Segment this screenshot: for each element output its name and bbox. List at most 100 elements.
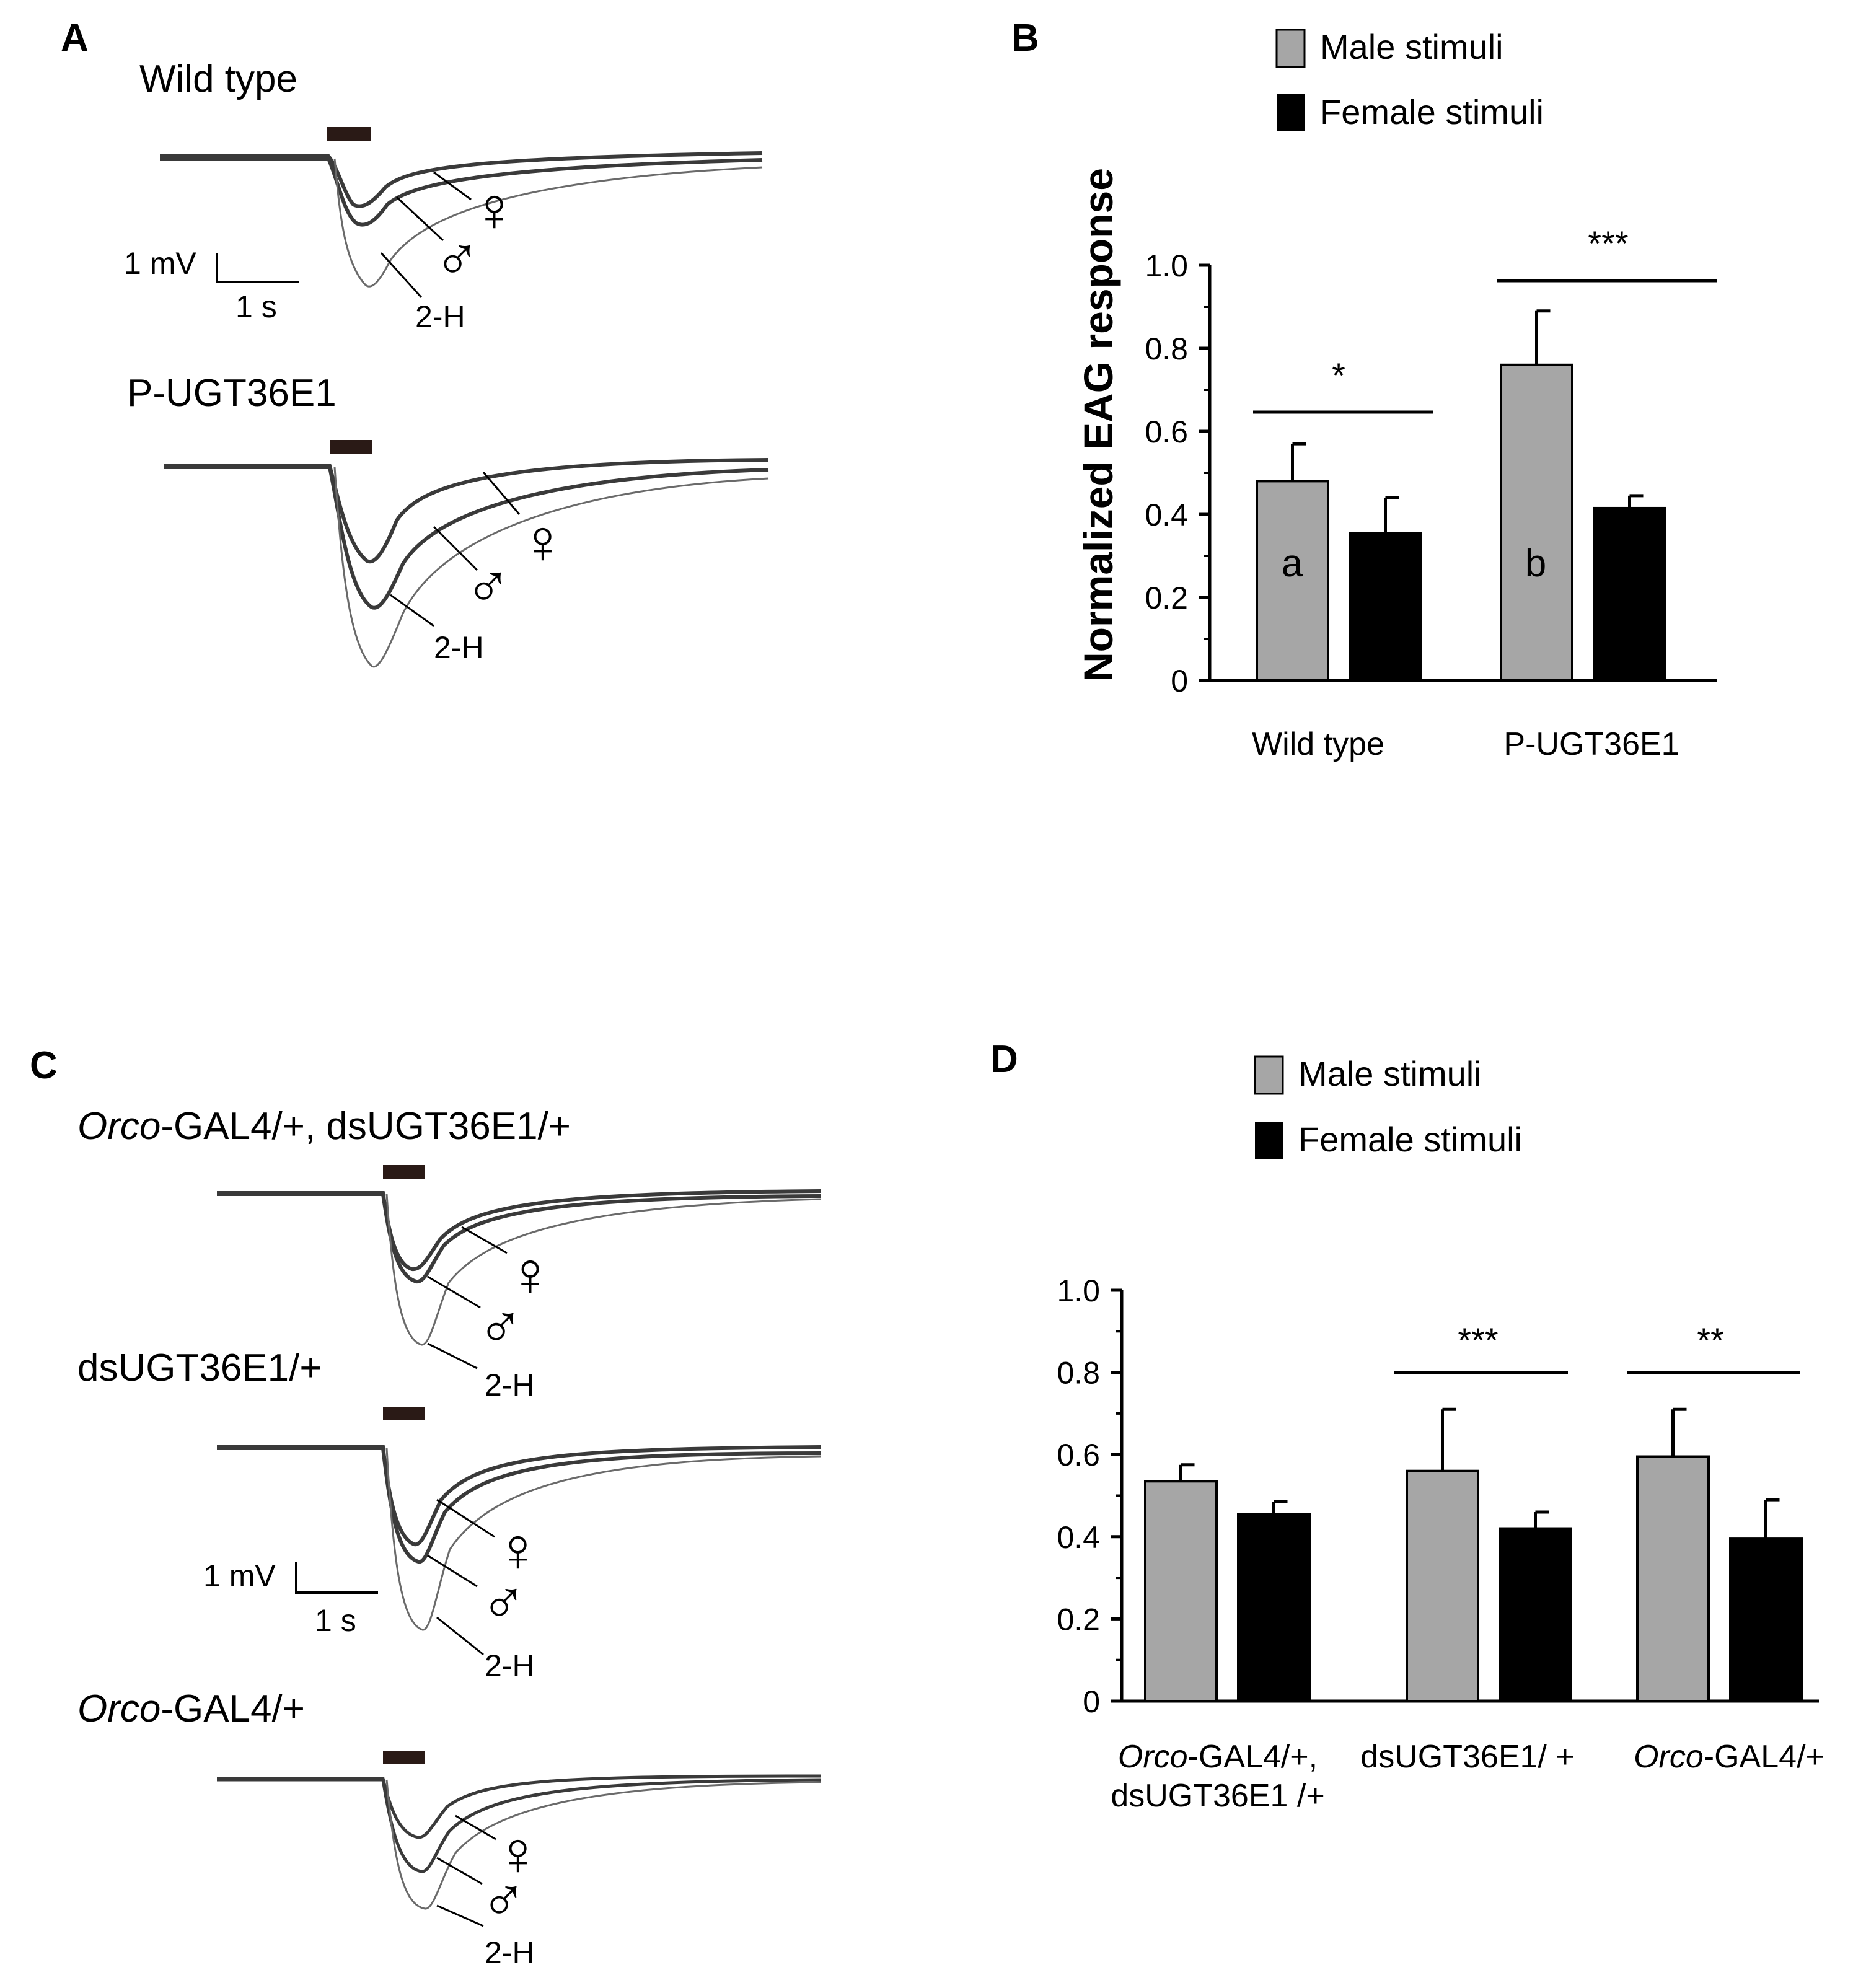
y-axis-label: Normalized EAG response	[1075, 168, 1121, 682]
bar-male	[1144, 1480, 1218, 1702]
bar-female	[1349, 532, 1422, 682]
eag-traces-wild-type	[160, 151, 763, 288]
female-symbol: ♀	[495, 1515, 541, 1585]
panel-a-letter: A	[61, 17, 89, 59]
control-label: 2-H	[485, 1935, 535, 1970]
bar-letter-b: b	[1525, 542, 1546, 585]
control-label: 2-H	[485, 1368, 535, 1402]
y-tick-label: 0.2	[1145, 581, 1188, 615]
condition-1: Orco-GAL4/+, dsUGT36E1/+	[77, 1105, 571, 1148]
legend-label-female: Female stimuli	[1320, 92, 1544, 131]
significance-marker: ***	[1458, 1321, 1498, 1360]
stimulus-bar	[330, 440, 372, 454]
category-label-1: Orco-GAL4/+,	[1118, 1739, 1318, 1775]
y-tick-label: 0.4	[1145, 498, 1188, 532]
scale-time-label: 1 s	[315, 1603, 356, 1638]
panel-b-chart: Male stimuli Female stimuli Normalized E…	[1075, 27, 1717, 762]
female-symbol: ♀	[507, 1239, 553, 1309]
category-3-line1: -GAL4/+	[1704, 1739, 1824, 1775]
label-leader-lines	[427, 1226, 508, 1370]
y-tick-label: 0.6	[1145, 415, 1188, 449]
legend-label-female: Female stimuli	[1298, 1120, 1522, 1159]
condition-3: Orco-GAL4/+	[77, 1687, 305, 1730]
condition-wild-type: Wild type	[139, 58, 297, 100]
panel-a: Wild type ♀ ♂ 2-H 1 mV 1 s P-UGT36E1	[124, 58, 769, 668]
scale-voltage-label: 1 mV	[203, 1559, 276, 1593]
scale-bar	[295, 1562, 378, 1594]
category-1-italic: Orco	[1118, 1739, 1188, 1775]
category-label-3: Orco-GAL4/+	[1634, 1739, 1824, 1775]
legend-swatch-male	[1254, 1055, 1284, 1095]
condition-p-ugt36e1: P-UGT36E1	[127, 372, 337, 415]
stimulus-bar	[383, 1407, 425, 1420]
category-label-p-ugt36e1: P-UGT36E1	[1503, 726, 1679, 762]
y-tick-label: 1.0	[1145, 248, 1188, 283]
category-label-wild-type: Wild type	[1252, 726, 1384, 762]
significance-marker: **	[1697, 1321, 1724, 1360]
condition-2-rest: dsUGT36E1/+	[77, 1347, 322, 1389]
scale-bar	[216, 253, 299, 283]
y-tick-label: 0	[1171, 664, 1188, 698]
y-tick-label: 1.0	[1057, 1273, 1100, 1308]
control-label: 2-H	[415, 299, 465, 334]
legend-swatch-male	[1275, 29, 1306, 68]
female-symbol: ♀	[495, 1819, 541, 1888]
panel-c: Orco-GAL4/+, dsUGT36E1/+ ♀ ♂ 2-H dsUGT36…	[77, 1105, 822, 1970]
label-leader-lines	[380, 171, 472, 299]
label-leader-lines	[390, 472, 521, 627]
eag-traces-condition-3	[217, 1774, 822, 1910]
panel-d-letter: D	[990, 1038, 1018, 1081]
legend-swatch-female	[1277, 94, 1305, 131]
legend: Male stimuli Female stimuli	[1254, 1054, 1522, 1159]
panel-b-letter: B	[1011, 17, 1039, 59]
stimulus-bar	[327, 127, 371, 141]
control-label: 2-H	[485, 1648, 535, 1683]
stimulus-bar	[383, 1751, 425, 1764]
label-leader-lines	[436, 1814, 496, 1927]
y-tick-label: 0	[1083, 1684, 1100, 1719]
stimulus-bar	[383, 1165, 425, 1179]
male-symbol: ♂	[434, 224, 480, 294]
category-label-2: dsUGT36E1/ +	[1360, 1739, 1574, 1775]
condition-3-rest: -GAL4/+	[161, 1687, 305, 1730]
eag-traces-condition-1	[217, 1189, 822, 1346]
female-symbol: ♀	[519, 507, 566, 576]
category-1-line1: -GAL4/+,	[1188, 1739, 1318, 1775]
scale-voltage-label: 1 mV	[124, 246, 196, 281]
bar-female	[1237, 1513, 1311, 1702]
bar-male	[1256, 480, 1329, 682]
condition-3-italic: Orco	[77, 1687, 161, 1730]
y-tick-label: 0.6	[1057, 1438, 1100, 1472]
scale-time-label: 1 s	[235, 289, 277, 324]
category-3-italic: Orco	[1634, 1739, 1704, 1775]
condition-1-italic: Orco	[77, 1105, 161, 1148]
male-symbol: ♂	[480, 1568, 527, 1637]
legend: Male stimuli Female stimuli	[1275, 27, 1544, 131]
bar-male	[1406, 1469, 1479, 1702]
male-symbol: ♂	[465, 552, 511, 621]
female-symbol: ♀	[471, 175, 517, 244]
bar-female	[1593, 506, 1666, 682]
bar-female	[1729, 1537, 1803, 1702]
legend-label-male: Male stimuli	[1298, 1054, 1482, 1093]
bar-male	[1500, 363, 1573, 682]
y-tick-label: 0.8	[1057, 1356, 1100, 1391]
legend-swatch-female	[1255, 1122, 1283, 1159]
bar-female	[1499, 1527, 1572, 1703]
eag-traces-condition-2	[217, 1445, 822, 1631]
condition-2: dsUGT36E1/+	[77, 1347, 322, 1389]
condition-1-rest: -GAL4/+, dsUGT36E1/+	[161, 1105, 571, 1148]
male-symbol: ♂	[480, 1865, 527, 1935]
y-tick-label: 0.4	[1057, 1520, 1100, 1555]
panel-c-letter: C	[30, 1044, 58, 1087]
panel-d-chart: Male stimuli Female stimuli 0 0.2 0.4 0.6 0.…	[1057, 1054, 1824, 1814]
male-symbol: ♂	[477, 1292, 524, 1361]
significance-marker: *	[1332, 356, 1345, 395]
y-tick-label: 0.2	[1057, 1602, 1100, 1637]
label-leader-lines	[427, 1498, 495, 1656]
bar-male	[1636, 1455, 1710, 1702]
y-tick-label: 0.8	[1145, 332, 1188, 366]
category-1-line2: dsUGT36E1 /+	[1111, 1778, 1324, 1814]
bar-letter-a: a	[1282, 542, 1303, 585]
